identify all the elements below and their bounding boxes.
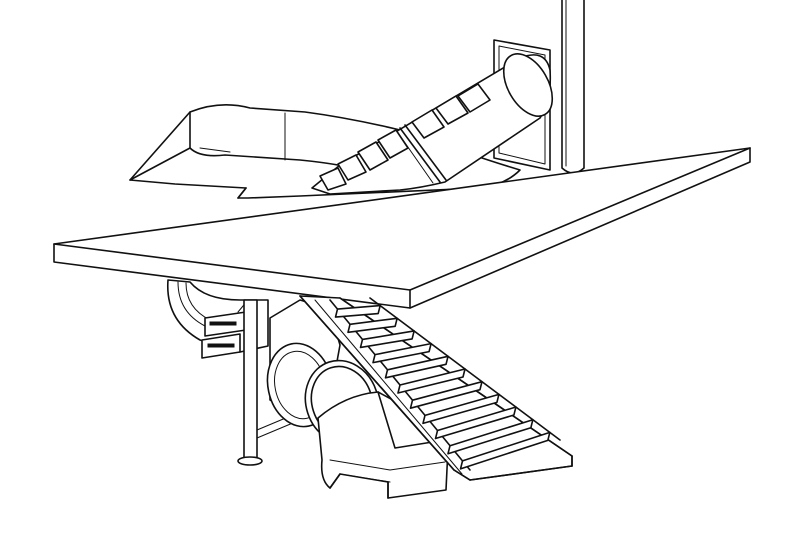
tube-brackets bbox=[201, 299, 249, 359]
stair-step bbox=[459, 431, 551, 470]
stair-step bbox=[384, 355, 449, 379]
deck-platform bbox=[53, 147, 751, 309]
stair-step bbox=[422, 393, 500, 425]
support-pole-upper bbox=[561, 0, 585, 174]
tube-windows bbox=[319, 83, 491, 191]
staircase bbox=[299, 295, 573, 481]
stair-step bbox=[434, 406, 517, 440]
stair-step bbox=[409, 380, 483, 409]
stair-step bbox=[359, 330, 415, 349]
stair-steps bbox=[334, 304, 551, 470]
stair-step bbox=[397, 368, 466, 394]
stair-step bbox=[447, 418, 534, 455]
stair-step bbox=[372, 342, 432, 364]
support-post bbox=[237, 299, 301, 466]
stair-step bbox=[334, 304, 381, 318]
upper-slide-tube bbox=[311, 53, 554, 195]
stair-step bbox=[347, 317, 398, 334]
